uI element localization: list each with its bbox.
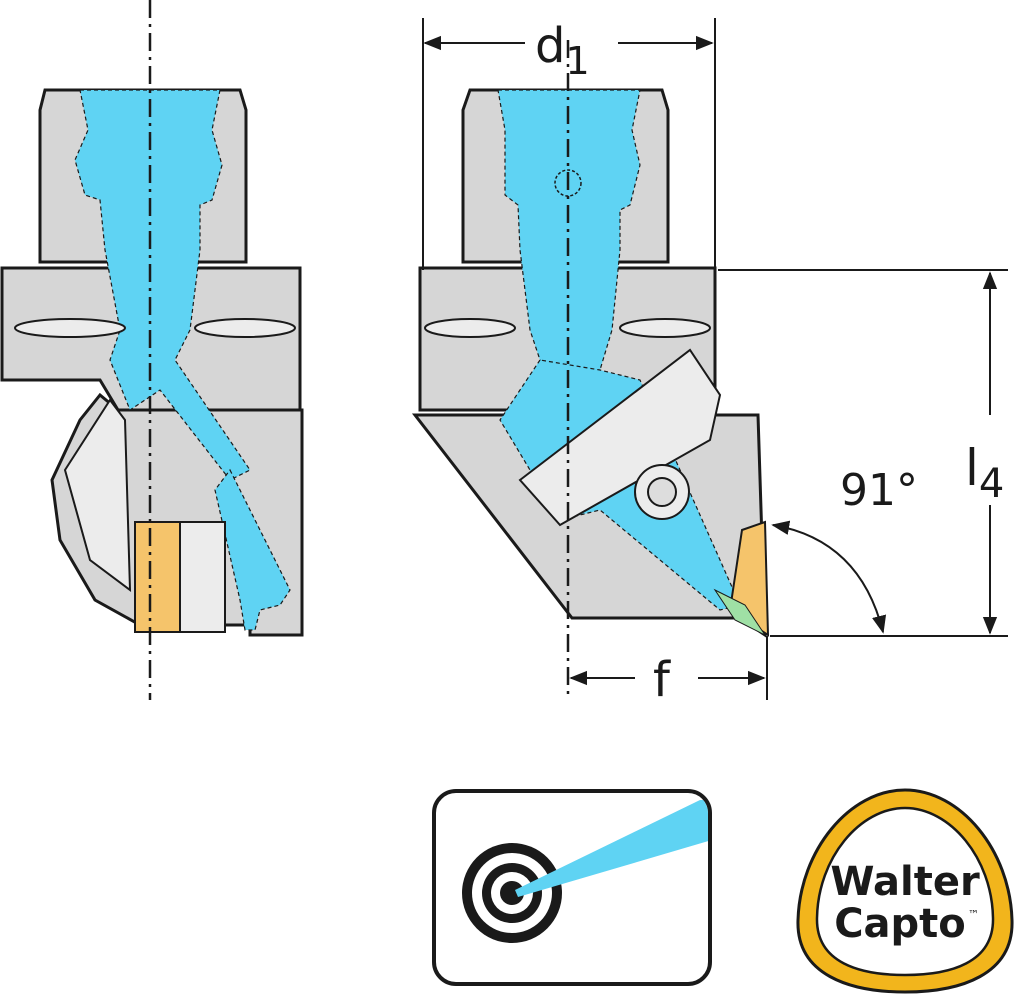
svg-text:d1: d1 [535, 18, 590, 83]
dimension-l4: l4 [718, 269, 1008, 637]
svg-text:91°: 91° [840, 465, 918, 516]
svg-text:Capto: Capto [834, 901, 966, 947]
dimension-d1: d1 [422, 18, 716, 270]
precision-coolant-icon [432, 789, 712, 986]
svg-text:Walter: Walter [830, 859, 980, 905]
svg-text:f: f [653, 652, 671, 708]
dimension-f: f [569, 636, 768, 708]
svg-text:™: ™ [968, 908, 979, 921]
dimension-angle: 91° [771, 465, 918, 634]
walter-capto-logo: Walter Capto ™ [796, 788, 1014, 994]
front-view [411, 40, 770, 700]
svg-text:l4: l4 [965, 439, 1004, 507]
side-view [0, 0, 304, 700]
cutting-insert [134, 521, 181, 633]
